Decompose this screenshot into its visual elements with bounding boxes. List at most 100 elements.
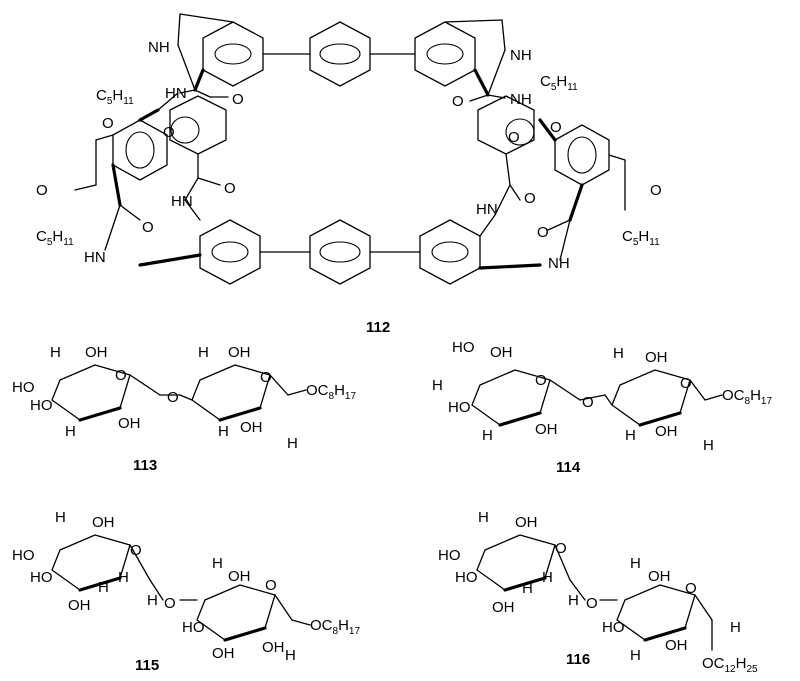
glycosidic-o-label: O [582, 394, 594, 411]
h-label: H [198, 344, 209, 361]
ho-label: HO [602, 619, 625, 636]
amide-nh-label: HN [165, 85, 187, 102]
ho-label: HO [12, 547, 35, 564]
oh-label: OH [228, 568, 251, 585]
h-label: H [630, 555, 641, 572]
ho-label: HO [30, 569, 53, 586]
glycosidic-o-label: O [586, 595, 598, 612]
benzene-ring [199, 219, 261, 285]
carbonyl-o-label: O [524, 190, 536, 207]
octyloxy-label: OC8H17 [722, 387, 772, 407]
glycosidic-o-label: O [164, 595, 176, 612]
h-label: H [212, 555, 223, 572]
oh-label: OH [515, 514, 538, 531]
h-label: H [478, 509, 489, 526]
oh-label: OH [645, 349, 668, 366]
carbonyl-o-label: O [650, 182, 662, 199]
oh-label: OH [118, 415, 141, 432]
oh-label: OH [262, 639, 285, 656]
carbonyl-o-label: O [102, 115, 114, 132]
h-label: H [432, 377, 443, 394]
pentyl-label: C5H11 [540, 73, 578, 93]
oh-label: OH [212, 645, 235, 662]
amine-label: NH [510, 47, 532, 64]
pentyl-label: C5H11 [36, 228, 74, 248]
compound-113-structure [51, 364, 307, 422]
compound-id-115: 115 [135, 657, 159, 674]
h-label: H [55, 509, 66, 526]
h-label: H [118, 569, 129, 586]
ring-o-label: O [115, 367, 127, 384]
h-label: H [287, 435, 298, 452]
h-label: H [50, 344, 61, 361]
compound-114-structure [471, 369, 723, 427]
ring-o-label: O [130, 542, 142, 559]
ring-o-label: O [535, 372, 547, 389]
h-label: H [568, 592, 579, 609]
oh-label: OH [240, 419, 263, 436]
amide-nh-label: HN [171, 193, 193, 210]
carbonyl-o-label: O [232, 91, 244, 108]
octyloxy-label: OC8H17 [306, 382, 356, 402]
benzene-ring [309, 21, 371, 87]
benzene-ring [414, 21, 476, 87]
ho-label: HO [438, 547, 461, 564]
amide-nh-label: NH [548, 255, 570, 272]
ring-o-label: O [680, 375, 692, 392]
h-label: H [542, 569, 553, 586]
compound-112-structure: NH NH HN NH O O O O O O O O O O O O HN H… [36, 13, 662, 336]
h-label: H [98, 579, 109, 596]
ring-o-label: O [265, 577, 277, 594]
compound-115-structure [51, 534, 311, 642]
ho-label: HO [12, 379, 35, 396]
oh-label: OH [490, 344, 513, 361]
oh-label: OH [85, 344, 108, 361]
oh-label: OH [665, 637, 688, 654]
carbonyl-o-label: O [537, 224, 549, 241]
h-label: H [147, 592, 158, 609]
oh-label: OH [92, 514, 115, 531]
h-label: H [482, 427, 493, 444]
ho-label: HO [452, 339, 475, 356]
oh-label: OH [648, 568, 671, 585]
h-label: H [65, 423, 76, 440]
carbonyl-o-label: O [550, 119, 562, 136]
compound-116-structure [476, 534, 713, 651]
benzene-ring [554, 124, 610, 186]
pentyl-label: C5H11 [96, 87, 134, 107]
h-label: H [625, 427, 636, 444]
amide-nh-label: NH [510, 91, 532, 108]
amine-label: NH [148, 39, 170, 56]
ho-label: HO [455, 569, 478, 586]
h-label: H [522, 580, 533, 597]
compound-id-116: 116 [566, 651, 590, 668]
carbonyl-o-label: O [452, 93, 464, 110]
oh-label: OH [655, 423, 678, 440]
carbonyl-o-label: O [163, 124, 175, 141]
ring-o-label: O [555, 540, 567, 557]
benzene-ring [309, 219, 371, 285]
compound-id-113: 113 [133, 457, 157, 474]
glycosidic-o-label: O [167, 389, 179, 406]
h-label: H [285, 647, 296, 664]
oh-label: OH [492, 599, 515, 616]
compound-id-112: 112 [366, 319, 390, 336]
ring-o-label: O [260, 369, 272, 386]
benzene-ring [112, 119, 168, 181]
h-label: H [218, 423, 229, 440]
benzene-ring [202, 21, 264, 87]
pentyl-label: C5H11 [622, 228, 660, 248]
carbonyl-o-label: O [36, 182, 48, 199]
carbonyl-o-label: O [224, 180, 236, 197]
oh-label: OH [535, 421, 558, 438]
octyloxy-label: OC8H17 [310, 617, 360, 637]
h-label: H [630, 647, 641, 664]
amide-nh-label: HN [84, 249, 106, 266]
ho-label: HO [30, 397, 53, 414]
compound-id-114: 114 [556, 459, 581, 476]
benzene-ring [419, 219, 481, 285]
ho-label: HO [448, 399, 471, 416]
dodecyloxy-label: OC12H25 [702, 655, 758, 675]
oh-label: OH [68, 597, 91, 614]
